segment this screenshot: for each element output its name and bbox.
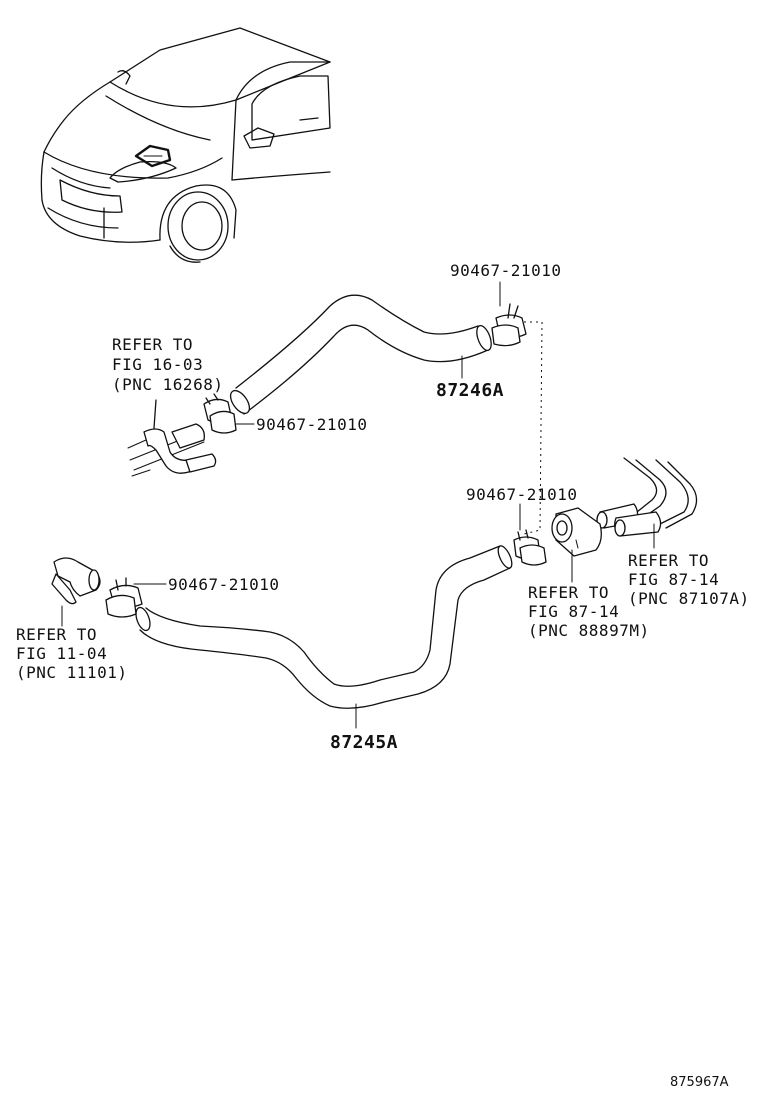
label-ref-16-03-line2: FIG 16-03 — [112, 355, 203, 374]
label-ref-87-14-m-line2: FIG 87-14 — [528, 602, 619, 621]
label-ref-87-14-a-line3: (PNC 87107A) — [628, 589, 750, 608]
label-clamp-top: 90467-21010 — [450, 261, 561, 280]
heater-pipes-right — [596, 457, 698, 537]
label-hose-upper: 87246A — [436, 380, 504, 401]
heater-pipe-icon — [127, 399, 217, 477]
label-clamp-lower: 90467-21010 — [168, 575, 279, 594]
label-ref-11-04-line3: (PNC 11101) — [16, 663, 127, 682]
label-hose-lower: 87245A — [330, 732, 398, 753]
label-ref-87-14-m-line1: REFER TO — [528, 583, 609, 602]
label-ref-87-14-a-line1: REFER TO — [628, 551, 709, 570]
hose-clamp-left — [203, 393, 237, 434]
label-clamp-right: 90467-21010 — [466, 485, 577, 504]
label-ref-16-03-line3: (PNC 16268) — [112, 375, 223, 394]
label-ref-16-03-line1: REFER TO — [112, 335, 193, 354]
label-ref-11-04-line1: REFER TO — [16, 625, 97, 644]
hose-clamp-top — [491, 303, 527, 347]
hose-clamp-lower — [105, 577, 143, 618]
hose-clamp-right — [513, 529, 547, 566]
label-ref-11-04-line2: FIG 11-04 — [16, 644, 107, 663]
car-illustration — [40, 27, 331, 263]
label-ref-87-14-m-line3: (PNC 88897M) — [528, 621, 650, 640]
label-ref-87-14-a-line2: FIG 87-14 — [628, 570, 719, 589]
hose-87246A — [229, 294, 492, 415]
label-clamp-left: 90467-21010 — [256, 415, 367, 434]
alignment-line — [523, 321, 543, 535]
hose-87245A — [135, 545, 513, 709]
engine-pipe-lower — [51, 557, 101, 605]
engine-outlet-icon — [551, 507, 602, 557]
figure-code: 875967A — [670, 1075, 729, 1090]
